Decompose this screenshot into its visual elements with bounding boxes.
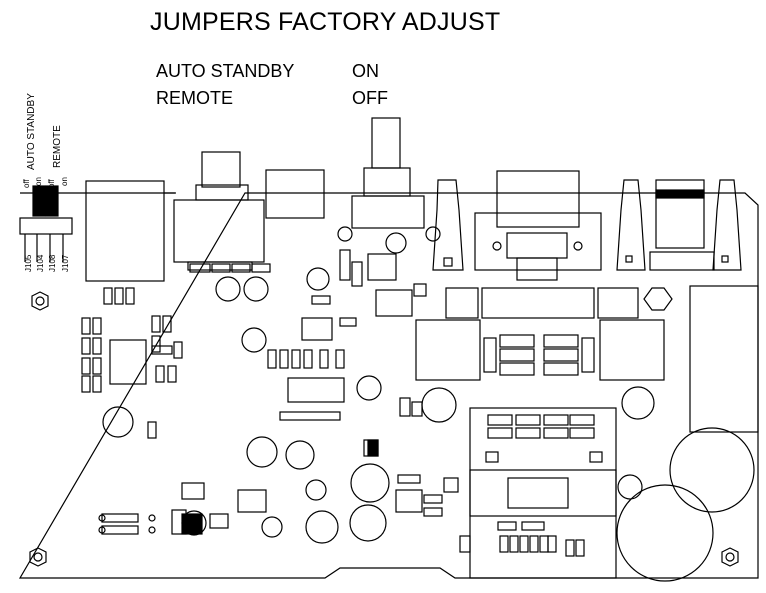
transformer-block xyxy=(599,319,665,381)
capacitor xyxy=(215,276,241,302)
jumper-settings: AUTO STANDBY ON REMOTE OFF xyxy=(156,58,388,112)
setting-row-auto-standby: AUTO STANDBY ON xyxy=(156,58,388,85)
electrolytic-capacitor xyxy=(669,427,755,513)
side-module xyxy=(689,285,759,433)
capacitor xyxy=(102,406,134,438)
setting-label: REMOTE xyxy=(156,88,234,108)
relay xyxy=(655,179,705,249)
capacitor xyxy=(261,516,283,538)
capacitor xyxy=(241,327,267,353)
rectifier-block xyxy=(481,287,595,319)
power-module xyxy=(469,407,617,579)
mounting-hole-bottom-right-icon xyxy=(721,547,739,567)
black-component xyxy=(181,513,203,535)
capacitor-array xyxy=(483,334,595,376)
power-transistor xyxy=(432,179,464,271)
ic-chip xyxy=(109,339,147,385)
setting-value: ON xyxy=(352,61,379,81)
mains-connector xyxy=(474,170,602,281)
connector-block xyxy=(85,180,165,282)
hex-standoff-icon xyxy=(643,287,673,311)
mounting-hole-bottom-left-icon xyxy=(29,547,47,567)
black-component xyxy=(367,439,379,457)
ic-chip xyxy=(301,317,333,341)
ic-chip xyxy=(287,377,345,403)
potentiometer xyxy=(337,117,441,242)
capacitor xyxy=(243,276,269,302)
capacitor xyxy=(305,510,339,544)
component-block xyxy=(265,169,325,219)
ic-chip xyxy=(367,253,397,281)
power-transistor xyxy=(616,179,646,271)
diode-pair xyxy=(98,513,156,535)
component-block xyxy=(445,287,479,319)
component-block xyxy=(597,287,639,319)
setting-label: AUTO STANDBY xyxy=(156,61,295,81)
capacitor xyxy=(305,479,327,501)
jumper-header xyxy=(19,185,73,262)
rca-jack xyxy=(173,151,265,271)
capacitor xyxy=(285,440,315,470)
capacitor xyxy=(621,386,655,420)
resistor-array xyxy=(81,249,603,557)
power-transistor xyxy=(712,179,742,271)
capacitor xyxy=(385,232,407,254)
electrolytic-capacitor xyxy=(616,484,714,582)
capacitor xyxy=(349,504,387,542)
capacitor xyxy=(356,375,382,401)
capacitor xyxy=(617,474,643,500)
capacitor xyxy=(350,463,390,503)
capacitor xyxy=(306,267,330,291)
heatsink-bar xyxy=(649,251,715,271)
ic-chip xyxy=(237,489,267,513)
mounting-hole-top-left-icon xyxy=(31,291,49,311)
setting-row-remote: REMOTE OFF xyxy=(156,85,388,112)
diagram-title: JUMPERS FACTORY ADJUST xyxy=(150,8,501,36)
transformer-block xyxy=(415,319,481,381)
capacitor xyxy=(421,387,457,423)
capacitor xyxy=(246,436,278,468)
ic-chip xyxy=(395,489,423,513)
setting-value: OFF xyxy=(352,88,388,108)
